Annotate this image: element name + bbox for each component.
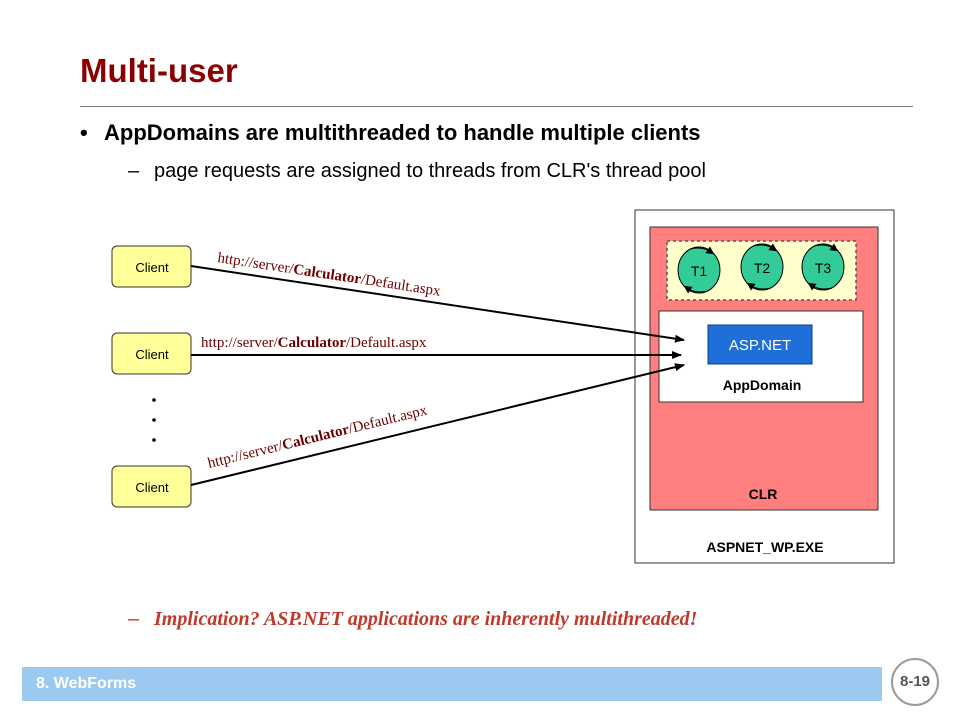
url-prefix: http://server/ [216,250,295,277]
aspnet-box [707,324,813,365]
dash-marker: – [128,160,140,182]
aspnet-label: ASP.NET [729,337,791,354]
page-number-badge: 8-19 [891,658,939,706]
main-bullet-text: AppDomains are multithreaded to handle m… [104,120,701,145]
url-suffix: /Default.aspx [346,335,427,351]
clr-label: CLR [749,486,778,502]
title-divider [80,106,913,107]
bullet-marker: • [80,120,88,145]
request-url: http://server/Calculator/Default.aspx [201,335,427,351]
slide-title: Multi-user [80,52,238,89]
client-label: Client [135,480,169,495]
url-app: Calculator [278,335,347,351]
sub-bullet-text: page requests are assigned to threads fr… [154,160,706,182]
thread-label: T2 [754,260,771,276]
sub-bullet: –page requests are assigned to threads f… [128,160,706,183]
appdomain-label: AppDomain [723,377,802,393]
implication-bullet: –Implication? ASP.NET applications are i… [128,608,697,631]
request-url: http://server/Calculator/Default.aspx [206,402,429,471]
client-label: Client [135,260,169,275]
thread-t1: T1 [677,246,721,294]
footer-section: 8. WebForms [36,675,137,692]
url-suffix: /Default.aspx [347,402,429,437]
url-prefix: http://server/ [206,438,285,472]
implication-text: Implication? ASP.NET applications are in… [154,608,698,630]
thread-t2: T2 [740,243,784,291]
client-box [111,465,192,508]
url-suffix: /Default.aspx [360,272,442,300]
request-arrow [190,265,685,343]
thread-t3: T3 [801,243,845,291]
request-arrow [190,363,685,486]
client-label: Client [135,347,169,362]
footer-bar [22,667,882,701]
main-bullet: • AppDomains are multithreaded to handle … [80,120,701,146]
dash-marker: – [128,608,140,630]
url-prefix: http://server/ [201,335,278,351]
thread-label: T1 [691,263,708,279]
thread-label: T3 [815,260,832,276]
client-box [111,332,192,375]
more-clients-ellipsis [152,398,156,442]
process-label: ASPNET_WP.EXE [706,539,823,555]
